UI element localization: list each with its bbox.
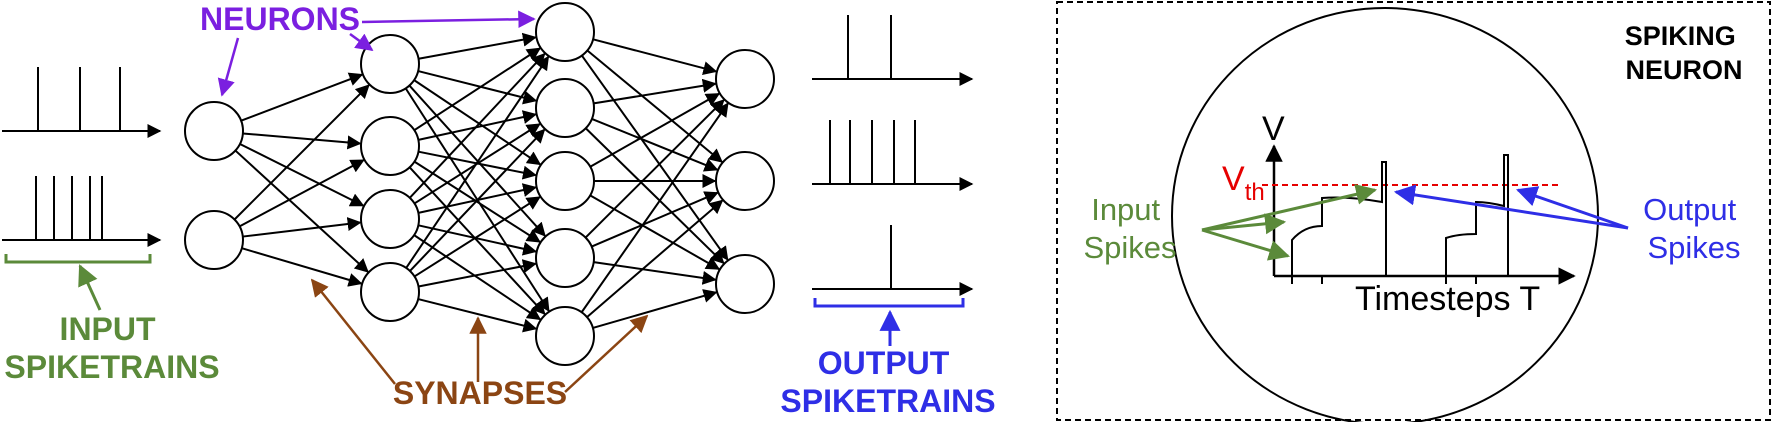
synapse-l1-n0-to-n2 [413, 79, 542, 166]
output-spikes-label: Output Spikes [1643, 192, 1745, 265]
neuron-layer [184, 2, 775, 366]
input-spiketrains-line-1: INPUT [60, 311, 156, 347]
synapse-l0-n1-to-n2 [242, 217, 362, 238]
output-spiketrains-line-1: OUTPUT [818, 345, 950, 381]
synapse-l0-n0-to-n1 [242, 132, 362, 150]
neuron-layer2-2 [535, 151, 595, 211]
threshold-label-subscript: th [1245, 179, 1265, 206]
neuron-layer1-3 [360, 262, 420, 322]
synapse-l1-n0-to-n0 [418, 32, 537, 60]
synapse-l2-n4-to-n0 [580, 102, 729, 313]
output-spikes-line-2: Spikes [1647, 230, 1740, 265]
output-spiketrain-1 [812, 15, 974, 86]
output-spiketrain-2 [812, 120, 974, 191]
neuron-body-circle [1171, 7, 1599, 422]
synapse-l1-n0-to-n1 [417, 70, 538, 105]
input-spiketrain-2 [2, 176, 162, 247]
synapse-l2-n3-to-n1 [591, 191, 719, 248]
neurons-arrow-3 [361, 10, 536, 29]
synapse-l1-n3-to-n1 [409, 128, 546, 272]
neuron-layer3-1 [715, 151, 775, 211]
synapse-l0-n0-to-n3 [234, 149, 369, 273]
synapse-l1-n3-to-n3 [418, 259, 537, 288]
input-bracket [4, 254, 152, 264]
synapse-l2-n3-to-n0 [584, 99, 725, 239]
input-spikes-line-1: Input [1091, 192, 1160, 227]
neurons-label: NEURONS [200, 1, 360, 37]
voltage-axis-label: V [1262, 110, 1285, 148]
input-spike-ticks [1291, 276, 1477, 284]
synapse-l2-n4-to-n2 [592, 289, 718, 329]
neuron-layer3-0 [715, 49, 775, 109]
spiking-neuron-title: SPIKING NEURON [1625, 21, 1744, 85]
synapse-l1-n3-to-n4 [417, 298, 538, 333]
synapse-l0-n1-to-n1 [239, 159, 365, 228]
synapse-l1-n0-to-n3 [408, 84, 546, 237]
output-spikes-arrow-1 [1393, 184, 1629, 230]
neuron-layer2-4 [535, 306, 595, 366]
input-spikes-arrow-1 [1201, 184, 1378, 232]
synapse-l2-n0-to-n2 [581, 55, 729, 261]
synapses-label: SYNAPSES [393, 375, 567, 411]
spiking-neuron-title-line-2: NEURON [1625, 55, 1742, 85]
synapse-l2-n1-to-n2 [585, 127, 725, 265]
output-spiketrain-3 [812, 225, 974, 296]
synapse-l2-n4-to-n1 [586, 199, 724, 318]
neuron-layer2-0 [535, 2, 595, 62]
synapse-l2-n3-to-n2 [593, 261, 717, 285]
input-spikes-arrow-2 [1201, 213, 1287, 235]
synapses-arrow-3 [564, 314, 649, 393]
membrane-potential-trace [1291, 154, 1509, 277]
neuron-layer2-1 [535, 78, 595, 138]
neuron-layer2-3 [535, 228, 595, 288]
neuron-layer0-1 [184, 210, 244, 270]
neuron-layer0-0 [184, 101, 244, 161]
threshold-label: Vth [1222, 160, 1265, 206]
input-spikes-arrow-3 [1201, 228, 1291, 261]
synapse-l1-n2-to-n0 [409, 52, 546, 199]
neurons-arrow-2 [349, 32, 374, 52]
synapse-l2-n1-to-n0 [593, 78, 717, 105]
synapse-l2-n1-to-n1 [591, 117, 719, 172]
input-spiketrain-1 [2, 67, 162, 138]
threshold-label-v: V [1222, 160, 1245, 198]
output-spiketrains-line-2: SPIKETRAINS [780, 383, 995, 419]
output-bracket [813, 298, 965, 308]
synapse-l2-n0-to-n0 [592, 38, 718, 76]
input-spiketrains-line-2: SPIKETRAINS [4, 349, 219, 385]
synapse-l1-n2-to-n4 [413, 234, 542, 321]
synapse-l1-n3-to-n0 [405, 55, 550, 269]
synapse-l0-n1-to-n3 [241, 247, 363, 287]
spiking-neuron-panel [1056, 1, 1771, 421]
output-spikes-line-1: Output [1643, 192, 1736, 227]
neuron-layer1-0 [360, 34, 420, 94]
input-spikes-line-2: Spikes [1083, 230, 1176, 265]
time-axis-label: Timesteps T [1355, 280, 1540, 318]
synapse-l0-n0-to-n0 [240, 72, 364, 122]
neuron-layer1-1 [360, 116, 420, 176]
input-spikes-label: Input Spikes [1083, 192, 1176, 265]
synapse-l1-n3-to-n2 [413, 196, 541, 278]
spiking-neuron-title-line-1: SPIKING [1625, 21, 1736, 51]
synapse-l1-n1-to-n0 [413, 47, 542, 132]
synapse-l0-n1-to-n0 [233, 84, 370, 221]
synapse-l2-n2-to-n0 [589, 92, 721, 168]
synapse-layer [233, 32, 729, 333]
synapse-l1-n2-to-n3 [418, 224, 538, 256]
neuron-layer1-2 [360, 189, 420, 249]
output-spiketrains-label: OUTPUT SPIKETRAINS [780, 345, 995, 419]
synapse-l0-n0-to-n2 [239, 143, 365, 207]
synapses-arrow-1 [310, 278, 396, 385]
input-spiketrains-label: INPUT SPIKETRAINS [4, 311, 219, 385]
neuron-layer3-2 [715, 254, 775, 314]
synapse-l2-n2-to-n2 [589, 194, 721, 270]
output-spikes-arrow-2 [1516, 186, 1629, 230]
neurons-arrow-1 [217, 37, 240, 97]
input-label-arrow [78, 264, 102, 311]
